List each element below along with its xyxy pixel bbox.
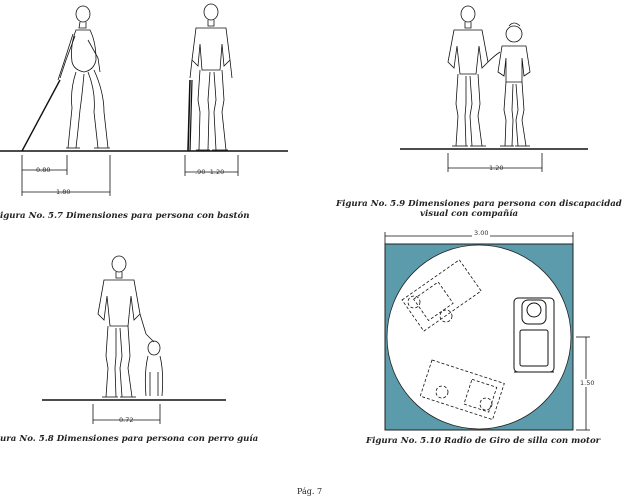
dimension-label: 0.80 (36, 166, 51, 174)
wheelchair-solid (513, 297, 555, 373)
figure-caption-continued: visual con compañía (420, 209, 519, 219)
dimension-label: 1.20 (489, 164, 504, 172)
figure-caption: ura No. 5.8 Dimensiones para persona con… (0, 434, 259, 444)
person-with-cane-side (21, 5, 110, 152)
person-with-guide-dog (97, 255, 147, 398)
figure-caption: Figura No. 5.10 Radio de Giro de silla c… (366, 436, 601, 446)
visually-impaired-person (447, 5, 489, 147)
figure-5-7-drawing (0, 3, 288, 196)
dimension-label: 3.00 (472, 229, 491, 237)
dimension-label: 0.72 (119, 416, 134, 424)
guide-dog (144, 333, 164, 397)
dimension-label: .90 -1.20 (195, 168, 225, 176)
companion-person (487, 22, 531, 147)
person-with-cane-front (187, 3, 233, 152)
page-number: Pág. 7 (297, 487, 323, 496)
figure-5-8-drawing (42, 255, 226, 424)
figure-caption: Figura No. 5.9 Dimensiones para persona … (336, 199, 622, 209)
dimension-label: 1.80 (56, 188, 71, 196)
turning-circle (386, 244, 572, 430)
figure-5-10-drawing (384, 232, 590, 431)
dimension-label: 1.50 (580, 379, 595, 387)
figure-5-9-drawing (400, 5, 588, 172)
figure-caption: igura No. 5.7 Dimensiones para persona c… (0, 211, 250, 221)
